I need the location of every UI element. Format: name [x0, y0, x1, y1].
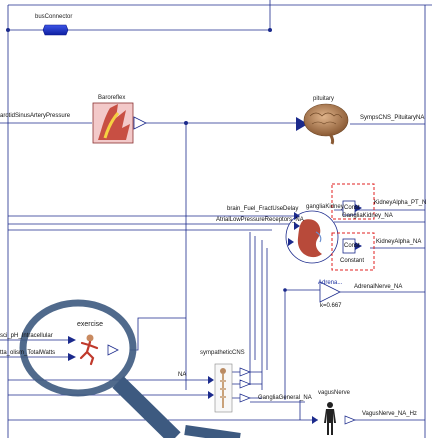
bus-connector-icon[interactable]: [42, 24, 69, 36]
ganglia-kidney-input-port: [294, 212, 300, 220]
exercise-input-port: [68, 336, 76, 344]
k-value-label: k=0.667: [320, 303, 342, 309]
ganglia-kidney-input-port: [294, 222, 300, 230]
exercise-label: exercise: [77, 321, 104, 328]
adrenal-gain-block[interactable]: [319, 281, 341, 303]
baroreflex-label: Baroreflex: [98, 95, 126, 101]
wire-exercise-out: [130, 317, 186, 351]
pituitary-block[interactable]: [296, 103, 349, 145]
dashed-box-top: [331, 183, 375, 220]
vagus-nerve-label: vagusNerve: [318, 390, 351, 396]
adrenal-nerve-label: AdrenalNerve_NA: [354, 284, 403, 290]
input-metabolism-label: tta_olism_TotalWatts: [0, 350, 56, 356]
ganglia-kidney-na-label: GangliaKidney_NA: [342, 213, 393, 219]
baroreflex-block[interactable]: [92, 102, 147, 144]
junction-dot: [283, 288, 287, 292]
const-bottom-label: Const: [344, 243, 360, 249]
input-extracellular-label: sci_pH_Intracellular: [0, 333, 53, 339]
spine-icon: [220, 368, 226, 408]
vagus-nerve-block[interactable]: [312, 402, 356, 435]
runner-icon: [79, 334, 99, 366]
ganglia-kidney-label: gangliaKidney: [306, 204, 344, 210]
pituitary-input-port: [296, 117, 308, 131]
kidney-icon: [297, 219, 322, 258]
ganglia-kidney-block[interactable]: [285, 210, 339, 264]
carotid-input-label: arotidSinusArteryPressure: [0, 113, 71, 119]
magnifier-icon: [19, 299, 241, 438]
symps-pituitary-label: SympsCNS_PituitaryNA: [360, 115, 425, 121]
constant-groups: [331, 183, 375, 271]
pituitary-label: pituitary: [313, 96, 335, 102]
dashed-box-bottom: [331, 232, 375, 271]
ganglia-general-label: GangliaGeneral_NA: [258, 395, 312, 401]
exercise-input-port: [68, 353, 76, 361]
sympathetic-cns-label: sympatheticCNS: [200, 350, 245, 356]
brain-icon: [303, 103, 349, 137]
kidney-alpha-na-label: KidneyAlpha_NA: [376, 239, 422, 245]
vagus-nerve-hz-label: VagusNerve_NA_Hz: [362, 411, 417, 417]
const-top-label: Const: [344, 205, 360, 211]
adrenal-short-label: Adrena...: [318, 280, 343, 286]
exercise-output-port: [107, 344, 119, 356]
bus-connector-label: busConnector: [35, 14, 73, 20]
kidney-alpha-pt-label: KidneyAlpha_PT_N: [374, 200, 427, 206]
baroreflex-output-port: [133, 116, 147, 130]
exercise-block[interactable]: [68, 334, 119, 366]
sympathetic-cns-block[interactable]: [208, 363, 251, 413]
brain-fuel-label: brain_Fuel_FractUseDelay: [227, 206, 299, 212]
constant-label: Constant: [340, 258, 365, 264]
human-body-icon: [324, 402, 336, 435]
junction-dot: [6, 28, 10, 32]
junction-dot: [268, 28, 272, 32]
junction-dot: [184, 121, 188, 125]
na-left-label: NA: [178, 372, 187, 378]
junctions: [6, 28, 287, 292]
atrial-receptors-label: AtrialLowPressureReceptors_NA: [216, 217, 304, 223]
ganglia-kidney-input-port: [288, 238, 294, 246]
